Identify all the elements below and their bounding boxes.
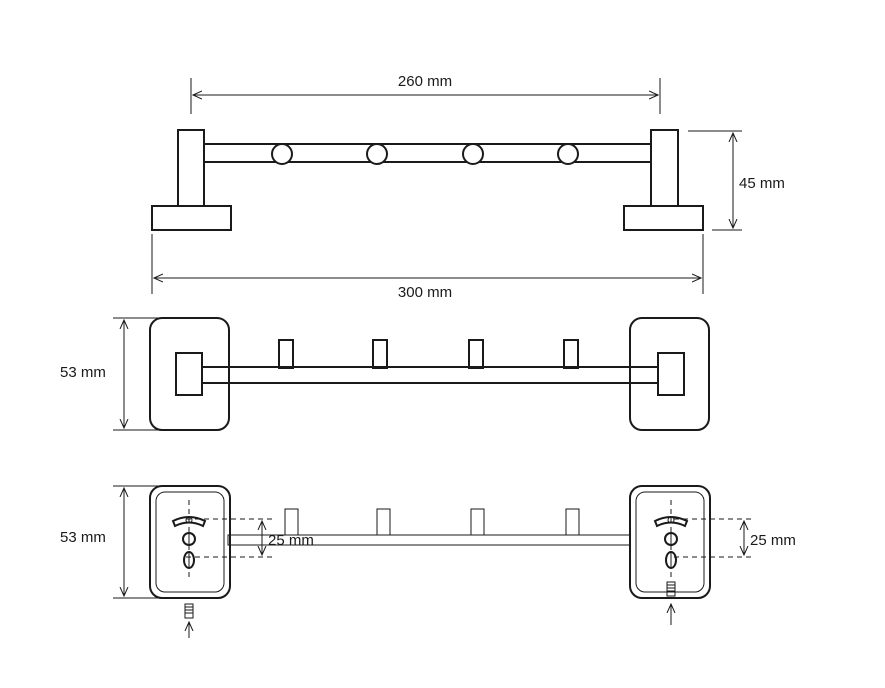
hook-stub <box>468 339 484 369</box>
hook-stub <box>563 339 579 369</box>
dimension-label-300mm: 300 mm <box>398 284 452 301</box>
top-view: 260 mm 45 mm 300 mm <box>151 73 785 301</box>
dimension-label-25mm-left: 25 mm <box>268 532 314 549</box>
left-plate-inner <box>155 491 225 593</box>
right-set-screw-icon <box>666 581 676 597</box>
dimension-label-260mm: 260 mm <box>398 73 452 90</box>
left-hanging-slot-icon <box>171 516 207 528</box>
hook-circle <box>557 143 579 165</box>
dimension-label-45mm: 45 mm <box>739 175 785 192</box>
right-base <box>623 205 704 231</box>
hook-circle <box>462 143 484 165</box>
hook-stub <box>376 508 391 536</box>
right-hanging-slot-icon <box>653 516 689 528</box>
hook-stub <box>278 339 294 369</box>
middle-view: 53 mm <box>60 317 710 431</box>
left-set-screw-icon <box>184 603 194 619</box>
left-base <box>151 205 232 231</box>
hook-circle <box>366 143 388 165</box>
right-post <box>650 129 679 207</box>
right-mount-block <box>657 352 685 396</box>
left-wall-plate <box>149 485 231 599</box>
hook-circle <box>271 143 293 165</box>
left-post <box>177 129 205 207</box>
rail-bar <box>199 366 661 384</box>
hook-stub <box>565 508 580 536</box>
right-plate-inner <box>635 491 705 593</box>
dimension-label-53mm-bottom: 53 mm <box>60 529 106 546</box>
hook-stub <box>470 508 485 536</box>
bottom-view: 53 mm 25 mm <box>60 485 796 638</box>
left-mount-block <box>175 352 203 396</box>
dimension-label-25mm-right: 25 mm <box>750 532 796 549</box>
hook-stub <box>372 339 388 369</box>
dimension-label-53mm: 53 mm <box>60 364 106 381</box>
right-wall-plate <box>629 485 711 599</box>
